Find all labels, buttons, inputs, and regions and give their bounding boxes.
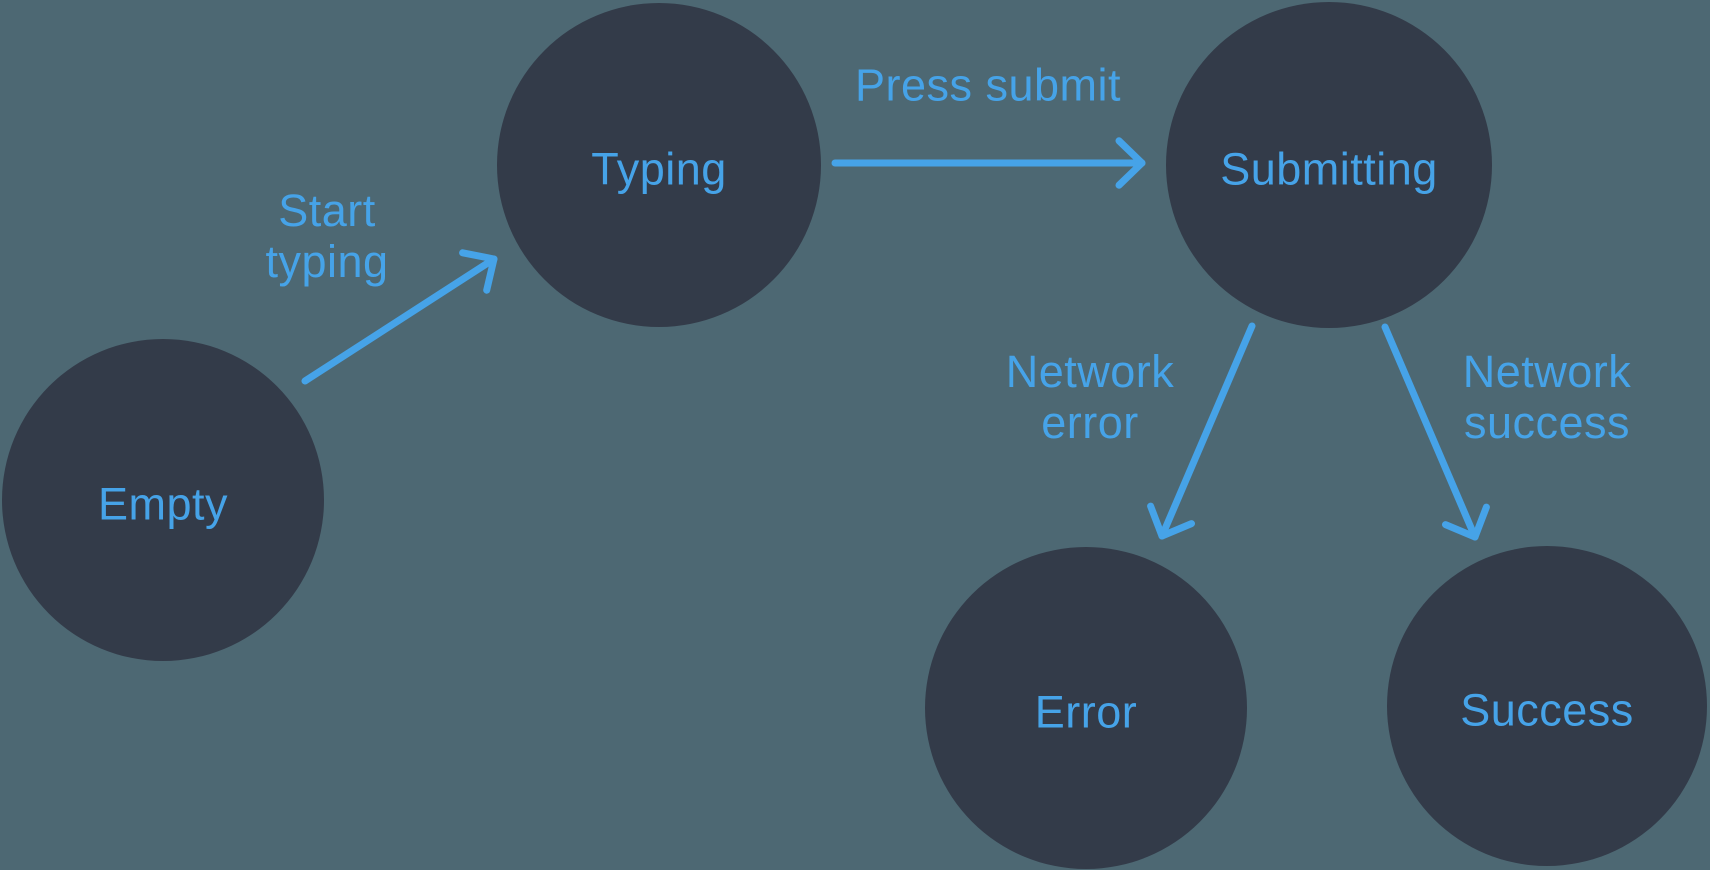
transition-label-network-success-line: Network [1463,346,1632,397]
transition-arrow-network-error [1158,322,1256,540]
transition-label-press-submit-line: Press submit [855,60,1121,111]
state-label-submitting: Submitting [1220,144,1438,195]
arrowhead-icon-network-error [1147,502,1195,540]
state-node-success [1387,546,1707,866]
transition-arrow-start-typing [301,255,498,385]
transition-label-network-error-line: error [1041,397,1139,448]
state-node-typing [497,3,821,327]
state-node-empty [2,339,324,661]
transition-arrow-network-success [1381,323,1479,541]
state-label-empty: Empty [98,479,228,530]
arrowhead-icon-network-success [1442,503,1490,541]
transition-label-start-typing-line: Start [278,185,376,236]
transition-label-network-success-line: success [1464,397,1630,448]
state-label-error: Error [1035,687,1138,738]
transition-label-network-error-line: Network [1006,346,1175,397]
state-node-submitting [1166,2,1492,328]
arrowhead-icon-start-typing [459,249,498,294]
transition-label-press-submit: Press submit [855,60,1121,111]
state-label-typing: Typing [591,144,727,195]
state-node-error [925,547,1247,869]
arrowhead-icon-press-submit [1115,137,1146,189]
transition-label-start-typing-line: typing [265,236,388,287]
state-label-success: Success [1460,685,1634,736]
